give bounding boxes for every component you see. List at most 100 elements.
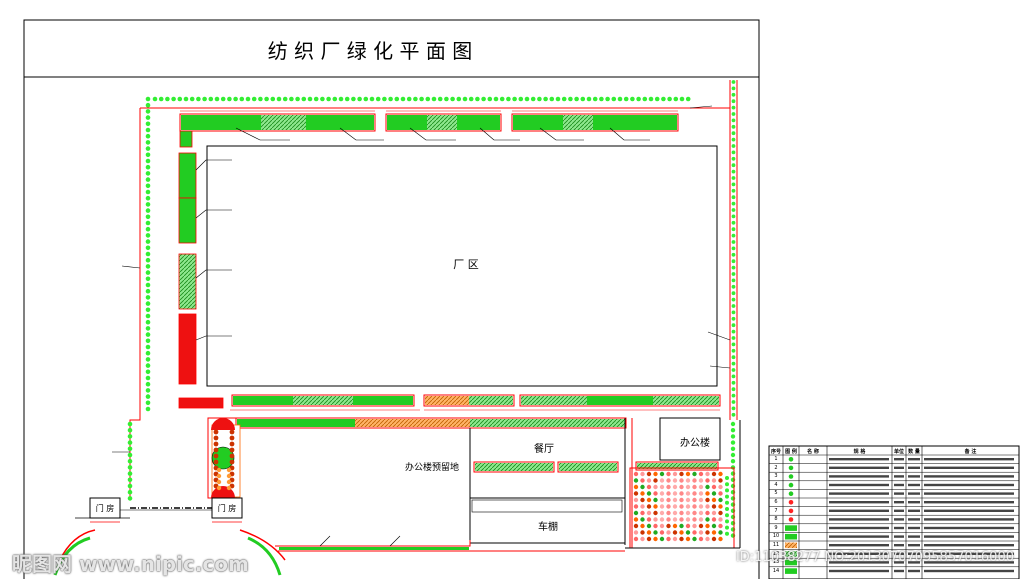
tree-dot — [731, 336, 736, 340]
legend-cell-fill — [829, 569, 889, 573]
tree-dot — [646, 484, 652, 490]
legend-cell-fill — [908, 535, 920, 538]
tree-dot — [213, 441, 219, 447]
tree-dot — [679, 510, 684, 516]
tree-dot — [145, 394, 151, 399]
tree-dot — [731, 144, 736, 148]
tree-dot — [653, 491, 658, 496]
legend-swatch — [788, 465, 794, 471]
tree-dot — [127, 434, 133, 439]
tree-dot — [216, 473, 222, 479]
tree-dot — [692, 530, 697, 535]
tree-dot — [730, 421, 736, 427]
flower-bed-dots — [633, 471, 723, 542]
tree-dot — [653, 497, 658, 503]
tree-dot — [725, 507, 729, 511]
legend-swatch — [785, 542, 797, 549]
legend-cell-fill — [924, 518, 1014, 521]
shed-label: 车棚 — [538, 520, 558, 533]
legend-cell-fill — [829, 492, 889, 495]
tree-dot — [731, 412, 736, 417]
tree-dot — [685, 517, 691, 522]
legend-cell-fill — [829, 518, 889, 521]
tree-dot — [666, 484, 671, 490]
tree-dot — [145, 133, 151, 139]
tree-dot — [640, 497, 645, 503]
legend-cell-fill — [894, 518, 904, 521]
tree-dot — [718, 504, 723, 509]
tree-dot — [145, 282, 151, 288]
legend-cell-fill — [908, 466, 920, 469]
tree-dot — [264, 96, 269, 102]
tree-dot — [679, 523, 684, 529]
legend-cell-fill — [894, 466, 904, 469]
tree-dot — [216, 467, 222, 473]
tree-dot — [145, 276, 151, 282]
tree-dot — [208, 96, 214, 102]
legend-cell-fill — [908, 483, 920, 487]
tree-dot — [705, 504, 710, 509]
tree-dot — [718, 517, 723, 522]
tree-dot — [731, 233, 736, 238]
legend-cell-fill — [924, 483, 1014, 487]
legend-cell-fill — [924, 552, 1014, 555]
tree-dot — [145, 208, 151, 213]
tree-dot — [653, 504, 658, 509]
tree-dot — [679, 536, 684, 542]
tree-dot — [145, 357, 151, 362]
tree-dot — [229, 447, 235, 453]
tree-dot — [731, 297, 736, 302]
tree-dot — [145, 121, 151, 127]
tree-dot — [692, 484, 697, 490]
legend-cell-fill — [908, 561, 920, 564]
tree-dot — [711, 497, 717, 503]
legend-cell-fill — [924, 458, 1014, 461]
tree-dot — [145, 195, 151, 201]
tree-dot — [145, 344, 151, 350]
legend-cell-fill — [908, 492, 920, 495]
tree-dot — [202, 96, 207, 102]
tree-dot — [127, 446, 133, 452]
tree-dot — [413, 96, 418, 102]
tree-dot — [731, 342, 736, 347]
tree-dot — [685, 491, 691, 496]
tree-dot — [731, 227, 736, 232]
tree-dot — [183, 96, 189, 102]
tree-dot — [127, 483, 133, 489]
tree-dot — [537, 96, 542, 102]
tree-dot — [499, 96, 505, 102]
tree-dot — [730, 521, 736, 526]
office-reserve-label: 办公楼预留地 — [405, 461, 459, 473]
lower-site-outlines — [235, 417, 741, 552]
tree-dot — [698, 523, 704, 529]
tree-dot — [213, 459, 219, 465]
tree-dot — [394, 96, 400, 102]
tree-dot — [145, 388, 151, 393]
tree-dot — [145, 183, 151, 189]
tree-dot — [653, 471, 658, 477]
tree-dot — [258, 96, 263, 102]
legend-swatch — [785, 533, 797, 540]
legend-swatch — [788, 517, 794, 522]
legend-swatch — [788, 482, 794, 488]
tree-dot — [731, 368, 736, 372]
tree-dot — [666, 530, 671, 535]
tree-dot — [730, 490, 736, 495]
tree-dot — [444, 96, 449, 102]
legend-cell-fill — [924, 501, 1014, 504]
tree-dot — [289, 96, 294, 102]
tree-dot — [229, 429, 235, 435]
tree-dot — [145, 288, 151, 294]
tree-dot — [725, 525, 729, 530]
tree-dot — [127, 489, 133, 495]
tree-dot — [705, 471, 710, 477]
tree-dot — [718, 491, 723, 496]
tree-dot — [725, 513, 729, 518]
tree-dot — [226, 473, 232, 479]
tree-dot — [233, 96, 238, 102]
tree-dot — [730, 440, 736, 445]
drawing-title: 纺 织 厂 绿 化 平 面 图 — [268, 39, 473, 63]
tree-dot — [177, 96, 183, 102]
tree-dot — [388, 96, 393, 102]
gate-house-left-label: 门 房 — [96, 503, 115, 513]
